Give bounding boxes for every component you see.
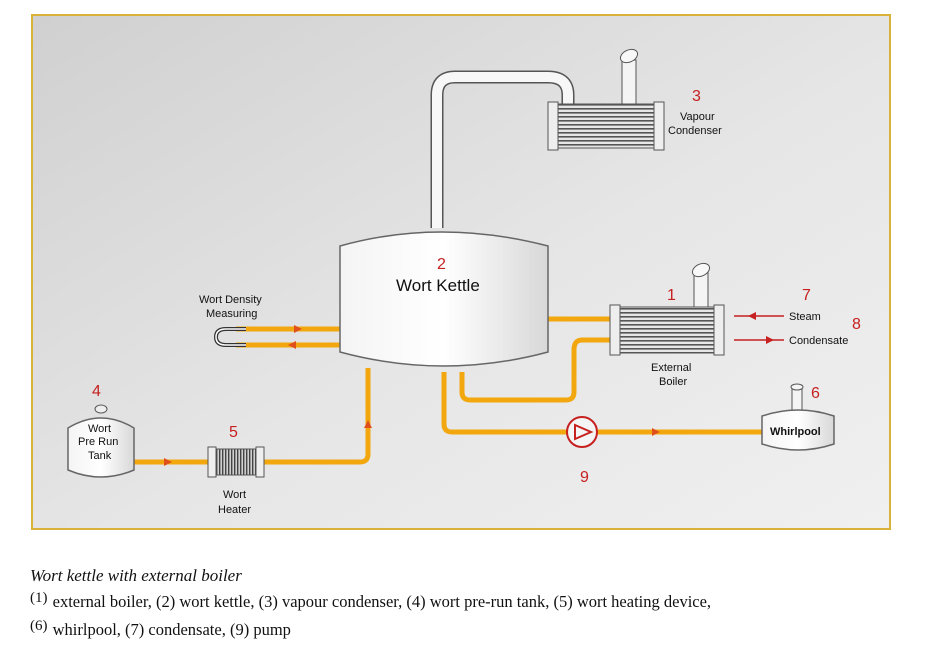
pre-run-tank	[67, 404, 135, 478]
density-label-1: Wort Density	[199, 294, 262, 306]
wort-heater-label-2: Heater	[218, 504, 251, 516]
wort-heater	[207, 446, 265, 478]
steam-line	[734, 312, 784, 320]
caption-line-1: (1) external boiler, (2) wort kettle, (3…	[30, 590, 712, 612]
external-boiler-label-2: Boiler	[659, 376, 687, 388]
pre-run-tank-label-3: Tank	[88, 450, 112, 462]
caption-marker-2: (6)	[30, 618, 48, 634]
whirlpool-label: Whirlpool	[770, 426, 821, 438]
external-boiler-label-1: External	[651, 362, 691, 374]
wort-heater-label-1: Wort	[223, 489, 246, 501]
wort-kettle-label: Wort Kettle	[396, 276, 480, 295]
caption-text-2: whirlpool, (7) condensate, (9) pump	[48, 620, 291, 639]
density-label-2: Measuring	[206, 308, 257, 320]
whirlpool-number: 6	[811, 385, 820, 402]
pre-run-tank-label-2: Pre Run	[78, 436, 118, 448]
wort-kettle	[339, 231, 549, 367]
flow-arrows	[164, 325, 660, 466]
vapour-condenser-label-1: Vapour	[680, 111, 715, 123]
pre-run-tank-label-1: Wort	[88, 423, 111, 435]
vapour-condenser	[547, 48, 665, 151]
condensate-line	[734, 336, 784, 344]
pump-number: 9	[580, 469, 589, 486]
caption-marker-1: (1)	[30, 590, 48, 606]
caption-title: Wort kettle with external boiler	[30, 566, 242, 585]
whirlpool	[761, 383, 835, 451]
steam-number: 7	[802, 287, 811, 304]
condensate-number: 8	[852, 316, 861, 333]
caption-text-1: external boiler, (2) wort kettle, (3) va…	[48, 592, 712, 611]
caption-line-2: (6) whirlpool, (7) condensate, (9) pump	[30, 618, 291, 640]
wort-heater-number: 5	[229, 424, 238, 441]
steam-label: Steam	[789, 311, 821, 323]
vapour-condenser-label-2: Condenser	[668, 125, 722, 137]
external-boiler-number: 1	[667, 287, 676, 304]
condensate-label: Condensate	[789, 335, 848, 347]
external-boiler	[609, 262, 725, 356]
pre-run-tank-number: 4	[92, 383, 101, 400]
pump	[566, 416, 598, 448]
vapour-condenser-number: 3	[692, 88, 701, 105]
wort-kettle-number: 2	[437, 256, 446, 273]
